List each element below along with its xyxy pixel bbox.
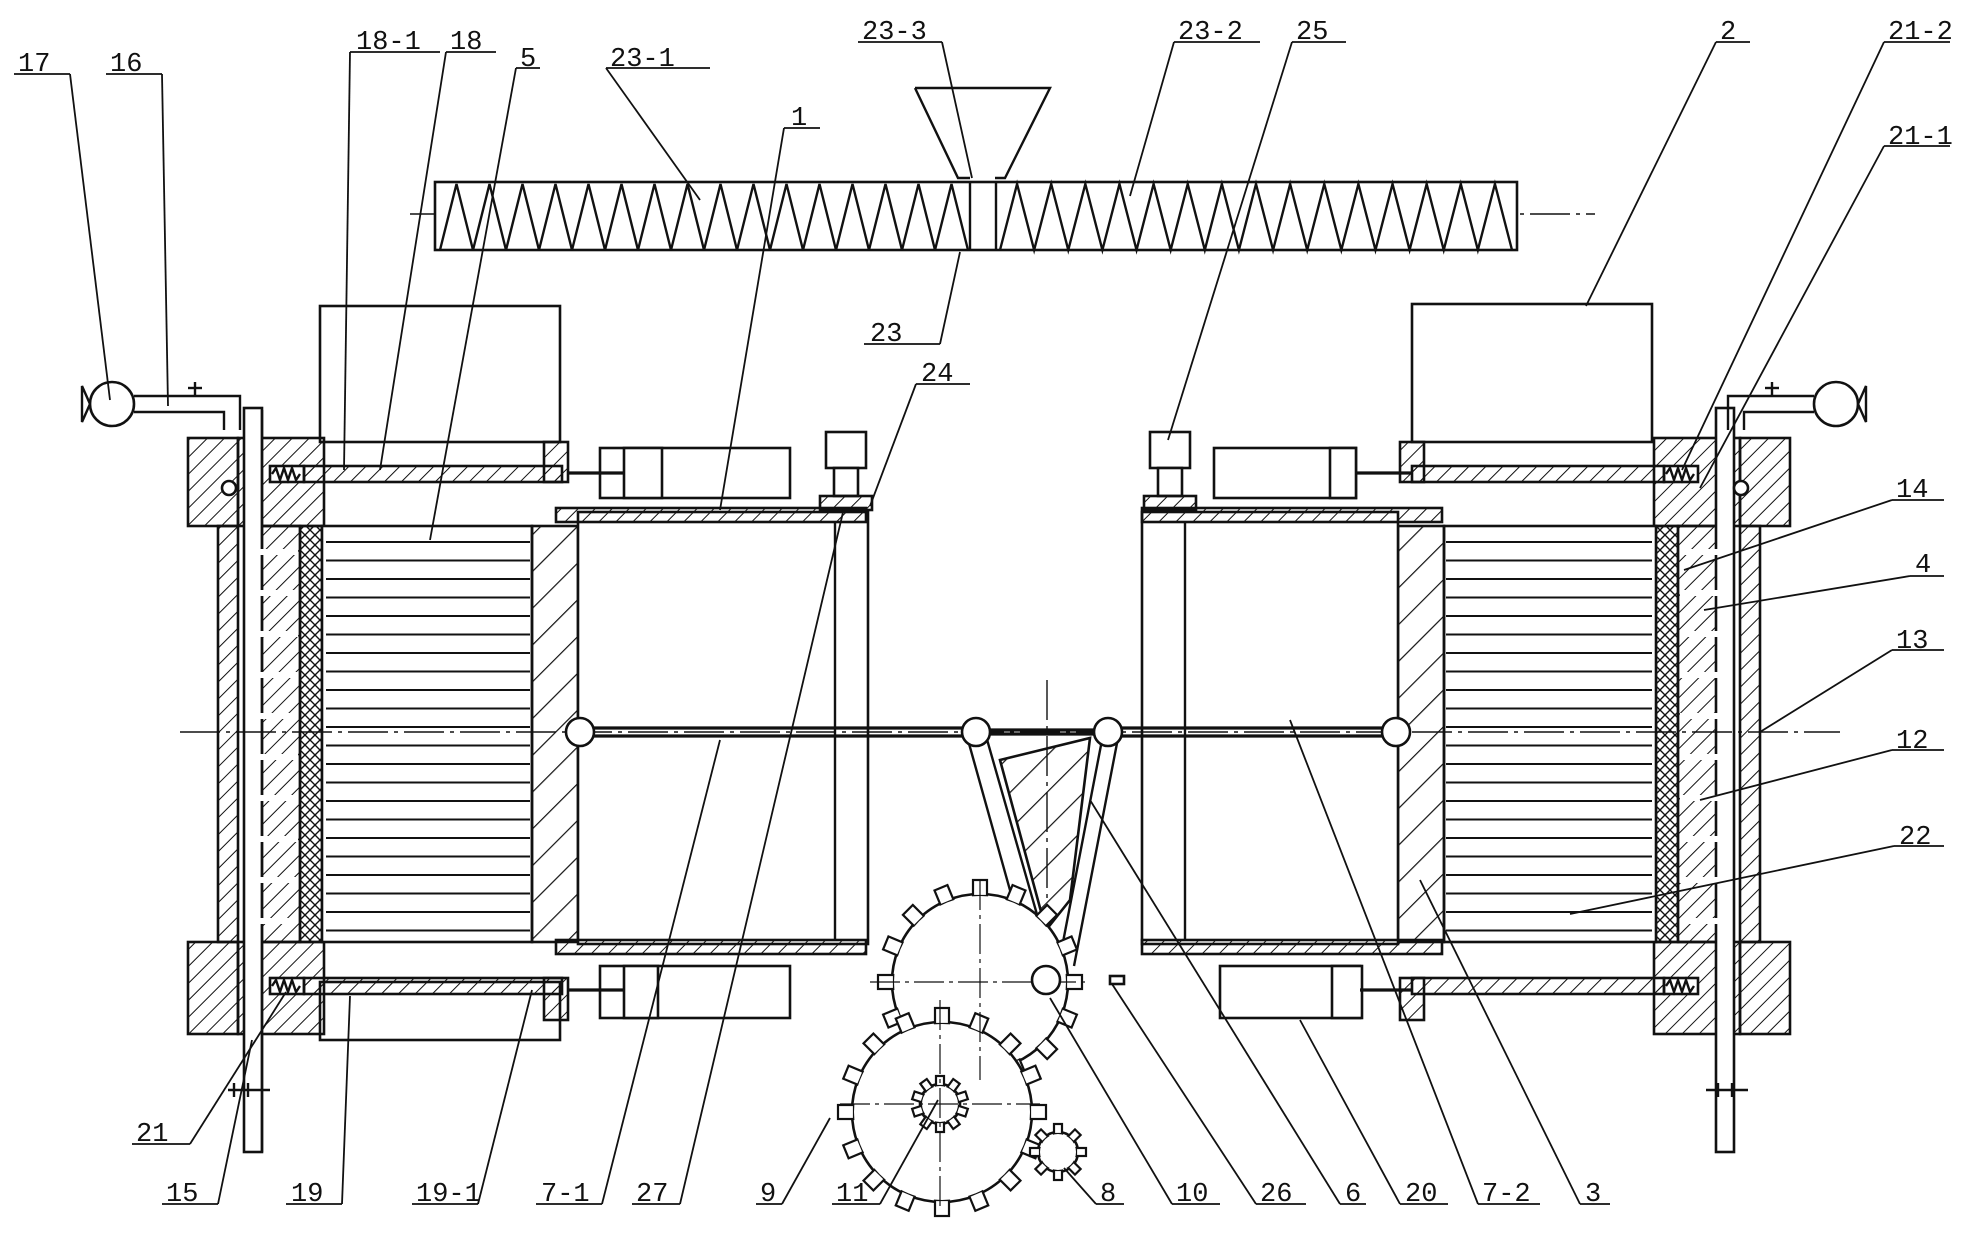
linkage-mechanism	[180, 680, 1840, 996]
leader-line	[1569, 845, 1895, 915]
leader-line	[1049, 997, 1173, 1205]
leader-line	[605, 67, 701, 201]
label-21-2: 21-2	[1888, 18, 1953, 48]
label-23-3: 23-3	[862, 18, 927, 48]
label-20: 20	[1405, 1180, 1437, 1210]
label-18: 18	[450, 28, 482, 58]
label-19-1: 19-1	[416, 1180, 481, 1210]
label-7-1: 7-1	[541, 1180, 590, 1210]
label-2: 2	[1720, 18, 1736, 48]
leader-line	[341, 995, 351, 1205]
leader-line	[781, 1117, 831, 1205]
label-12: 12	[1896, 727, 1928, 757]
label-25: 25	[1296, 18, 1328, 48]
heater-elements	[258, 549, 1720, 924]
leader-line	[719, 127, 785, 511]
leader-line	[679, 507, 845, 1205]
label-23-2: 23-2	[1178, 18, 1243, 48]
left-housing	[80, 304, 570, 1154]
label-6: 6	[1345, 1180, 1361, 1210]
leader-line	[477, 989, 533, 1205]
leader-line	[217, 1039, 253, 1205]
gear-train	[836, 878, 1090, 1218]
label-18-1: 18-1	[356, 28, 421, 58]
leader-line	[879, 1099, 939, 1205]
label-24: 24	[921, 360, 953, 390]
leader-line	[189, 991, 287, 1145]
gear-tooth	[1052, 1122, 1064, 1136]
hopper	[913, 86, 1052, 180]
label-16: 16	[110, 50, 142, 80]
leader-lines	[14, 41, 1950, 1205]
leader-line	[1129, 41, 1175, 197]
leader-line	[1703, 575, 1911, 611]
crank-pin	[1030, 964, 1062, 996]
leader-line	[939, 251, 961, 345]
leader-line	[1063, 1167, 1097, 1205]
label-22: 22	[1899, 823, 1931, 853]
label-10: 10	[1176, 1180, 1208, 1210]
leader-line	[69, 73, 111, 401]
gear-face	[1040, 1134, 1076, 1170]
leader-line	[1759, 649, 1893, 733]
leader-line	[1289, 719, 1479, 1205]
gear-tooth	[933, 1198, 951, 1218]
label-15: 15	[166, 1180, 198, 1210]
label-23: 23	[870, 320, 902, 350]
gear-tooth	[1028, 1103, 1048, 1121]
label-21-1: 21-1	[1888, 123, 1953, 153]
label-7-2: 7-2	[1482, 1180, 1531, 1210]
label-5: 5	[520, 45, 536, 75]
label-19: 19	[291, 1180, 323, 1210]
gear-tooth	[1028, 1146, 1042, 1158]
label-4: 4	[1915, 551, 1931, 581]
part-labels: 17 16 18-1 18 5 23-1 23-3 23-2 25 2 21-2…	[18, 18, 1953, 1210]
leader-line	[1089, 799, 1341, 1205]
gear-tooth	[1052, 1168, 1064, 1182]
right-housing	[1398, 302, 1868, 1154]
gear-tooth	[836, 1103, 856, 1121]
leader-line	[601, 739, 721, 1205]
screw-conveyor	[410, 86, 1595, 255]
leader-line	[161, 73, 169, 407]
label-17: 17	[18, 50, 50, 80]
filter-plates	[326, 541, 1652, 932]
label-8: 8	[1100, 1180, 1116, 1210]
gear-tooth	[1074, 1146, 1088, 1158]
leader-line	[343, 51, 351, 471]
gear-tooth	[933, 1006, 951, 1026]
label-14: 14	[1896, 476, 1928, 506]
leader-line	[941, 41, 973, 179]
leader-line	[1299, 1019, 1401, 1205]
leader-line	[1167, 41, 1293, 441]
label-9: 9	[760, 1180, 776, 1210]
label-1: 1	[791, 104, 807, 134]
leader-line	[379, 51, 447, 471]
leader-line	[1419, 879, 1581, 1205]
leader-line	[1699, 749, 1893, 801]
leader-line	[429, 67, 517, 541]
label-23-1: 23-1	[610, 45, 675, 75]
label-11: 11	[836, 1180, 868, 1210]
leader-line	[1585, 41, 1717, 307]
leader-line	[1699, 145, 1885, 489]
label-3: 3	[1585, 1180, 1601, 1210]
label-26: 26	[1260, 1180, 1292, 1210]
label-13: 13	[1896, 627, 1928, 657]
leader-line	[1681, 41, 1885, 471]
leader-line	[1683, 499, 1893, 571]
leader-line	[1111, 983, 1257, 1205]
label-21: 21	[136, 1120, 168, 1150]
label-27: 27	[636, 1180, 668, 1210]
leader-line	[869, 383, 917, 507]
